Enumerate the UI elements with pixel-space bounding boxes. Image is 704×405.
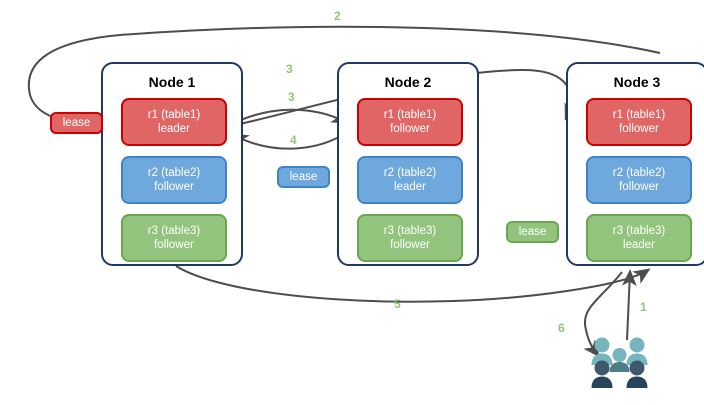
node3-replica-r3-role: leader bbox=[623, 239, 655, 251]
node2-replica-r2-name: r2 (table2) bbox=[383, 167, 437, 179]
node-box-node3: Node 3 r1 (table1) follower r2 (table2) … bbox=[566, 62, 704, 266]
node3-replica-r1: r1 (table1) follower bbox=[586, 98, 692, 146]
lease-badge-r1: lease bbox=[50, 112, 103, 134]
lease-badge-r3: lease bbox=[506, 221, 559, 243]
node-box-node1: Node 1 r1 (table1) leader r2 (table2) fo… bbox=[101, 62, 243, 266]
node1-replica-r2-role: follower bbox=[154, 181, 194, 193]
node2-replica-r3-name: r3 (table3) bbox=[383, 225, 437, 237]
step-label-1: 1 bbox=[640, 300, 647, 314]
node2-replica-r2-role: leader bbox=[394, 181, 426, 193]
node3-replica-r1-role: follower bbox=[619, 123, 659, 135]
users-icon bbox=[591, 337, 648, 388]
node1-replica-r3-name: r3 (table3) bbox=[147, 225, 201, 237]
node1-replica-r1-role: leader bbox=[158, 123, 190, 135]
node1-replica-r2-name: r2 (table2) bbox=[147, 167, 201, 179]
step-label-3b: 3 bbox=[288, 90, 295, 104]
lease-badge-r2: lease bbox=[277, 166, 330, 188]
node2-replica-r3: r3 (table3) follower bbox=[357, 214, 463, 262]
step-label-3a: 3 bbox=[286, 62, 293, 76]
node3-replica-r2: r2 (table2) follower bbox=[586, 156, 692, 204]
node1-replica-r3-role: follower bbox=[154, 239, 194, 251]
step-label-5: 5 bbox=[394, 297, 401, 311]
arrow-step-5-node1-to-node3 bbox=[175, 265, 651, 303]
node1-replica-r3: r3 (table3) follower bbox=[121, 214, 227, 262]
arrow-step-1-users-to-node3 bbox=[621, 269, 637, 341]
node3-title: Node 3 bbox=[613, 74, 661, 90]
node2-title: Node 2 bbox=[384, 74, 432, 90]
node3-replica-r2-role: follower bbox=[619, 181, 659, 193]
node2-replica-r2: r2 (table2) leader bbox=[357, 156, 463, 204]
node1-replica-r2: r2 (table2) follower bbox=[121, 156, 227, 204]
node2-replica-r1-role: follower bbox=[390, 123, 430, 135]
node1-replica-r1-name: r1 (table1) bbox=[147, 109, 201, 121]
arrow-step-2 bbox=[27, 25, 661, 130]
step-label-4: 4 bbox=[290, 133, 297, 147]
node2-replica-r3-role: follower bbox=[390, 239, 430, 251]
node3-replica-r3: r3 (table3) leader bbox=[586, 214, 692, 262]
arrow-step-6-node3-to-users bbox=[583, 271, 623, 358]
step-label-6: 6 bbox=[558, 321, 565, 335]
step-label-2: 2 bbox=[334, 9, 341, 23]
node3-replica-r3-name: r3 (table3) bbox=[612, 225, 666, 237]
node1-replica-r1: r1 (table1) leader bbox=[121, 98, 227, 146]
node3-replica-r1-name: r1 (table1) bbox=[612, 109, 666, 121]
node1-title: Node 1 bbox=[148, 74, 196, 90]
node2-replica-r1: r1 (table1) follower bbox=[357, 98, 463, 146]
node2-replica-r1-name: r1 (table1) bbox=[383, 109, 437, 121]
node-box-node2: Node 2 r1 (table1) follower r2 (table2) … bbox=[337, 62, 479, 266]
node3-replica-r2-name: r2 (table2) bbox=[612, 167, 666, 179]
